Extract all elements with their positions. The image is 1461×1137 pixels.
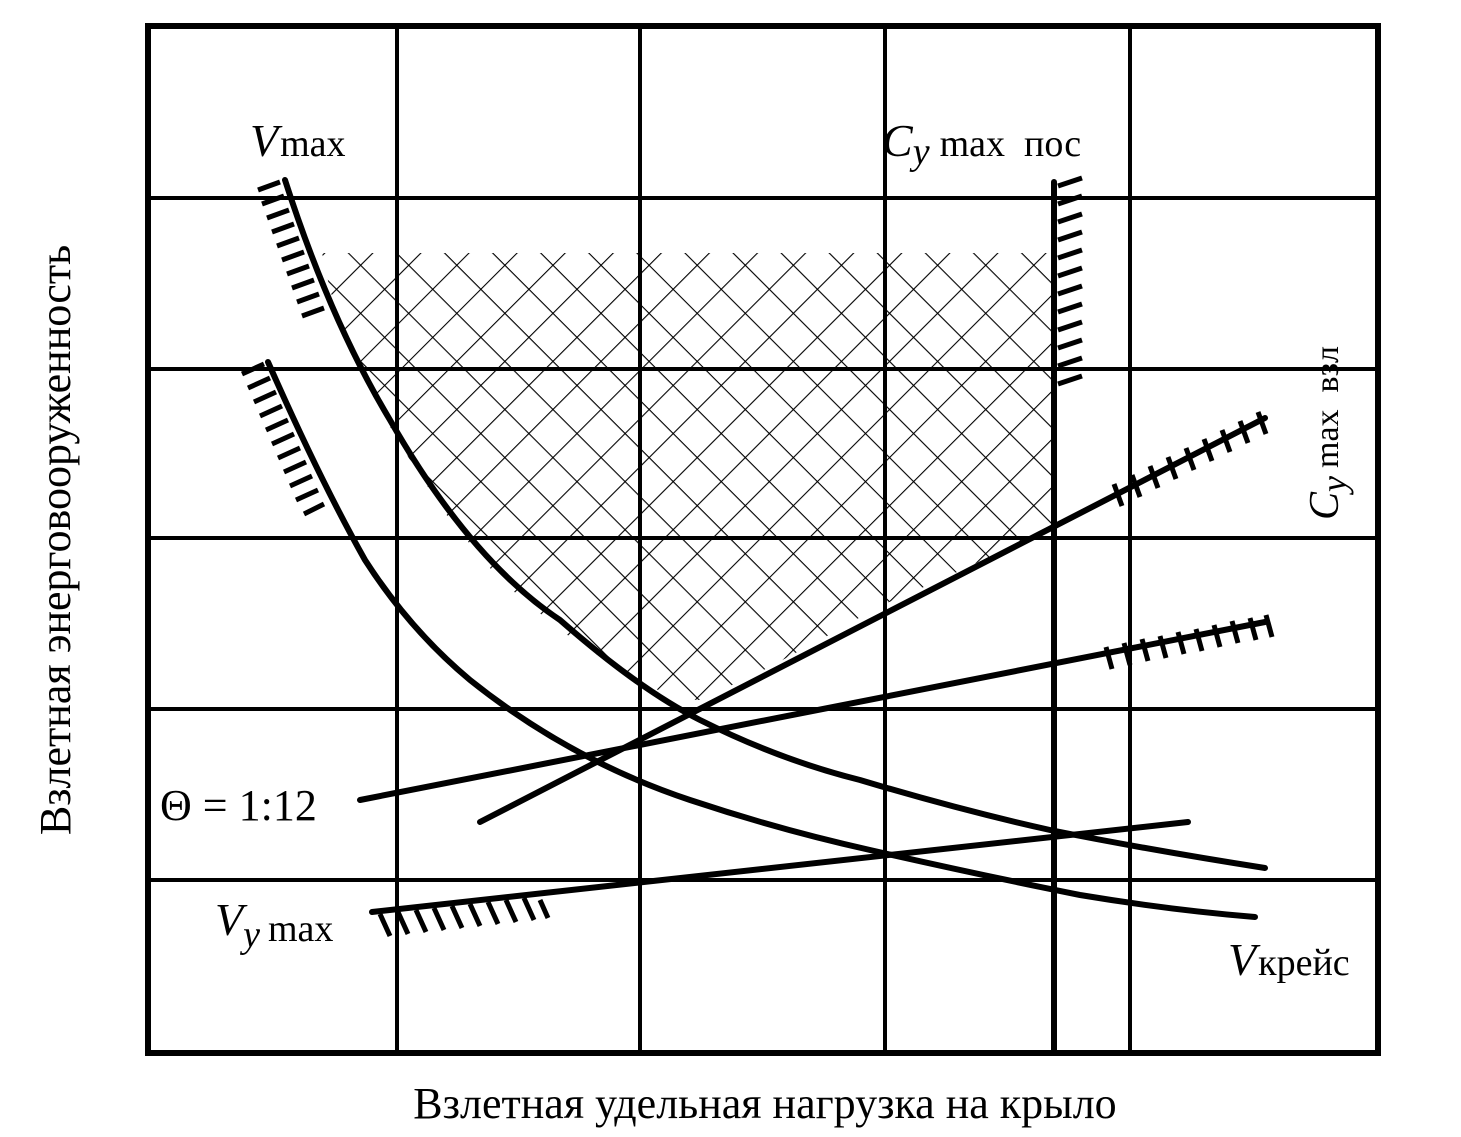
vy-max-line [369,819,1191,915]
y-axis-label: Взлетная энерговооруженность [31,245,80,835]
grid [148,26,1378,1053]
theta-label: Θ = 1:12 [160,781,317,830]
theta-line [357,619,1268,803]
x-axis-label: Взлетная удельная нагрузка на крыло [413,1079,1116,1128]
plot-frame [145,23,1381,1056]
feasible-region [322,253,1054,700]
constraint-hatches [240,175,1275,938]
vmax2-curve [265,359,1258,920]
cy-max-vzl-label: Cymax взл [1302,346,1354,520]
v-kreis-label: Vкрейс [1228,934,1350,985]
vmax-label: Vmax [250,115,346,166]
